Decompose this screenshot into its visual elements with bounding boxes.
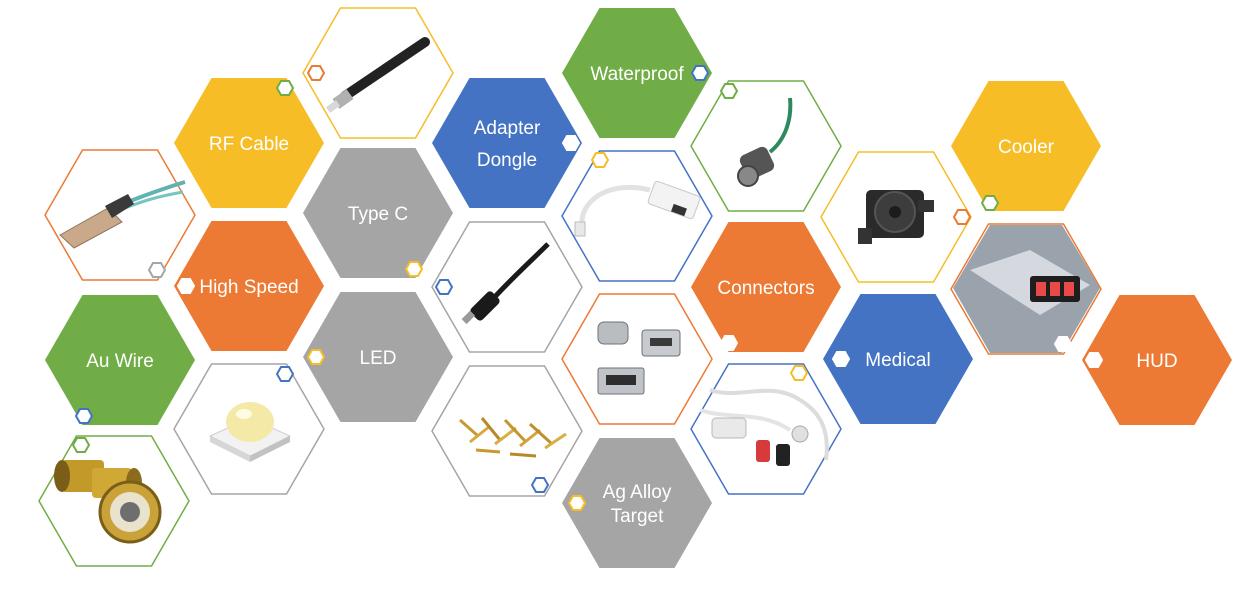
hex-label-adapter-dongle-1: Adapter (474, 118, 541, 139)
led-chip-image (208, 402, 292, 462)
hex-image-usb-connectors[interactable] (561, 293, 713, 425)
hex-label-ag-alloy-2: Target (611, 506, 665, 527)
hexagon-bullet-icon (981, 195, 999, 211)
hexagon-bullet-icon (1054, 336, 1072, 352)
fan-cooler-image (858, 190, 934, 244)
hex-rf-cable[interactable]: RF Cable (174, 78, 324, 208)
usb-c-hdmi-adapter-image (574, 180, 701, 237)
hex-label-led: LED (360, 348, 397, 369)
hex-image-m12-connector[interactable] (690, 80, 842, 212)
hexagon-bullet-icon (720, 83, 738, 99)
hex-label-connectors: Connectors (717, 278, 814, 299)
hex-image-ecg-cable[interactable] (690, 363, 842, 495)
hexagon-bullet-icon (177, 278, 195, 294)
hex-image-rf-cable[interactable] (302, 7, 454, 139)
hex-image-au-wire-spool[interactable] (38, 435, 190, 567)
hex-led[interactable]: LED (303, 292, 453, 422)
hexagon-bullet-icon (953, 209, 971, 225)
hexagon-bullet-icon (435, 279, 453, 295)
hexagon-bullet-icon (148, 262, 166, 278)
hex-label-ag-alloy-1: Ag Alloy (603, 482, 672, 503)
hex-connectors[interactable]: Connectors (691, 222, 841, 352)
hex-image-fan-cooler[interactable] (820, 151, 972, 283)
ecg-cable-image (699, 388, 829, 466)
hexagon-bullet-icon (691, 65, 709, 81)
hexagon-bullet-icon (568, 495, 586, 511)
usb-c-cable-image (461, 242, 550, 325)
hex-image-usb-c-cable[interactable] (431, 221, 583, 353)
usb-connectors-image (597, 321, 681, 395)
hex-label-hud: HUD (1136, 351, 1177, 372)
hex-type-c[interactable]: Type C (303, 148, 453, 278)
hex-medical[interactable]: Medical (823, 294, 973, 424)
hexagon-bullet-icon (693, 351, 711, 367)
hex-image-hud-display[interactable] (950, 223, 1102, 355)
hex-hud[interactable]: HUD (1082, 295, 1232, 425)
hexagon-bullet-icon (1085, 352, 1103, 368)
rf-cable-image (325, 37, 430, 113)
hexagon-bullet-icon (790, 365, 808, 381)
hexagon-bullet-icon (276, 366, 294, 382)
hex-label-rf-cable: RF Cable (209, 134, 289, 155)
hud-display-image (953, 225, 1100, 353)
qsfp-cable-image (59, 180, 186, 249)
hex-label-type-c: Type C (348, 204, 408, 225)
hexagon-bullet-icon (591, 152, 609, 168)
hex-image-usb-c-hdmi-adapter[interactable] (561, 150, 713, 282)
hex-waterproof[interactable]: Waterproof (562, 8, 712, 138)
au-wire-spool-image (54, 460, 162, 544)
hex-label-cooler: Cooler (998, 137, 1055, 158)
hexagon-bullet-icon (562, 135, 580, 151)
m12-connector-image (737, 97, 793, 187)
hexagon-bullet-icon (720, 335, 738, 351)
hex-image-led-chip[interactable] (173, 363, 325, 495)
hex-au-wire[interactable]: Au Wire (45, 295, 195, 425)
hex-high-speed[interactable]: High Speed (174, 221, 324, 351)
hexagon-bullet-icon (405, 261, 423, 277)
hex-label-adapter-dongle-2: Dongle (477, 150, 537, 171)
hex-label-waterproof: Waterproof (590, 64, 684, 85)
hex-image-pins[interactable] (431, 365, 583, 497)
hex-label-medical: Medical (865, 350, 930, 371)
hex-label-au-wire: Au Wire (86, 351, 154, 372)
hexagon-bullet-icon (307, 65, 325, 81)
hexagon-bullet-icon (72, 437, 90, 453)
hex-image-qsfp-cable[interactable] (44, 149, 196, 281)
hexagon-bullet-icon (307, 349, 325, 365)
hex-adapter-dongle[interactable]: Adapter Dongle (432, 78, 582, 208)
hex-label-high-speed: High Speed (199, 277, 298, 298)
hexagon-bullet-icon (276, 80, 294, 96)
hexagon-bullet-icon (832, 351, 850, 367)
hex-cooler[interactable]: Cooler (951, 81, 1101, 211)
hex-ag-alloy-target[interactable]: Ag Alloy Target (562, 438, 712, 568)
hexagon-bullet-icon (531, 477, 549, 493)
pins-image (459, 417, 567, 458)
hexagon-bullet-icon (75, 408, 93, 424)
